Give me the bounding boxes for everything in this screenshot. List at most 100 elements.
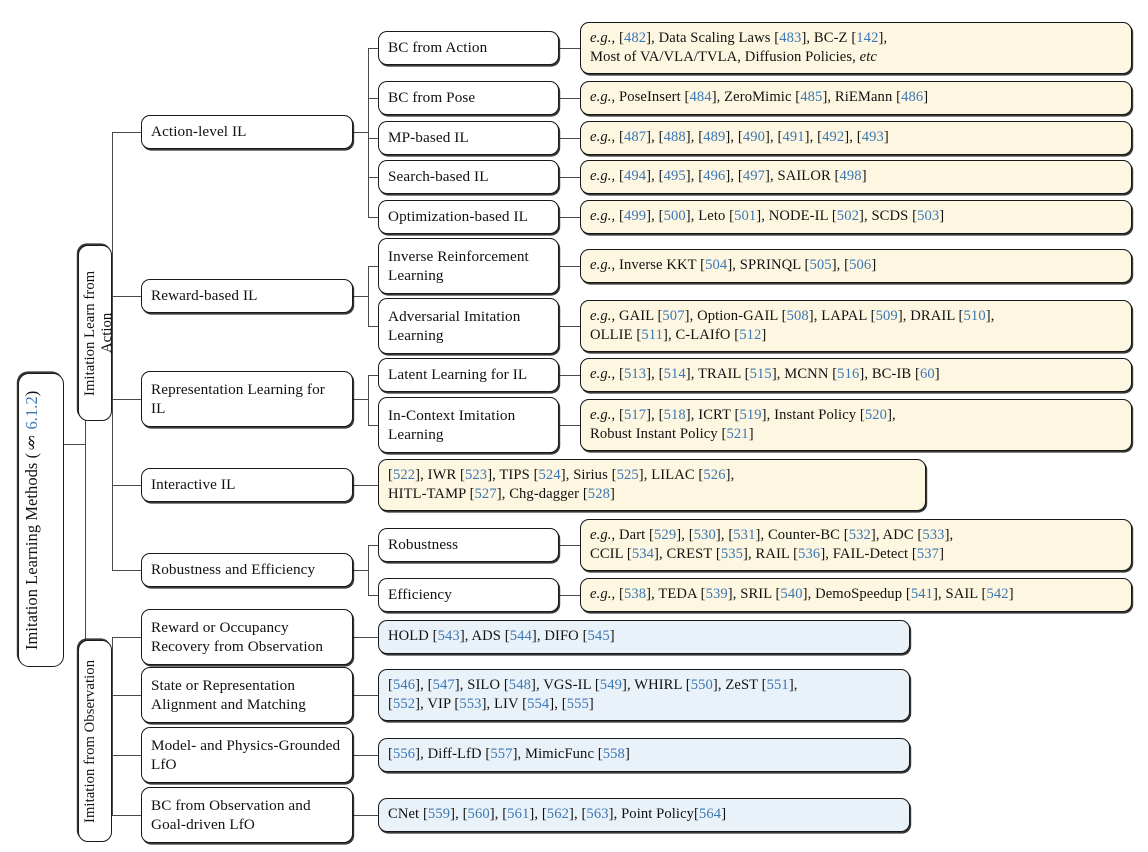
citations-latent-learning-for-il[interactable]: e.g., [513], [514], TRAIL [515], MCNN [5… bbox=[580, 358, 1132, 392]
root-node[interactable]: Imitation Learning Methods (§ 6.1.2) bbox=[18, 373, 64, 667]
category-robustness-and-efficiency[interactable]: Robustness and Efficiency bbox=[141, 553, 353, 587]
citation-ref[interactable]: 561 bbox=[507, 806, 530, 823]
citation-ref[interactable]: 534 bbox=[631, 545, 655, 562]
citations-model-and-physics-grounded-lfo[interactable]: [556], Diff-LfD [557], MimicFunc [558] bbox=[378, 738, 910, 772]
citation-ref[interactable]: 540 bbox=[780, 586, 803, 603]
subcategory-efficiency[interactable]: Efficiency bbox=[378, 578, 559, 612]
citation-ref[interactable]: 495 bbox=[663, 168, 686, 185]
citation-ref[interactable]: 546 bbox=[392, 676, 416, 693]
subcategory-mp-based-il[interactable]: MP-based IL bbox=[378, 121, 559, 155]
citation-ref[interactable]: 483 bbox=[779, 29, 802, 46]
subcategory-search-based-il[interactable]: Search-based IL bbox=[378, 160, 559, 194]
citation-ref[interactable]: 522 bbox=[392, 466, 416, 483]
citations-optimization-based-il[interactable]: e.g., [499], [500], Leto [501], NODE-IL … bbox=[580, 200, 1132, 234]
citation-ref[interactable]: 503 bbox=[917, 208, 940, 225]
citation-ref[interactable]: 556 bbox=[392, 746, 416, 763]
citation-ref[interactable]: 544 bbox=[509, 628, 532, 645]
category-interactive-il[interactable]: Interactive IL bbox=[141, 468, 353, 502]
citation-ref[interactable]: 554 bbox=[527, 695, 550, 712]
citation-ref[interactable]: 547 bbox=[432, 676, 455, 693]
category-bc-from-observation-goal-driven-lfo[interactable]: BC from Observation and Goal-driven LfO bbox=[141, 787, 353, 843]
citation-ref[interactable]: 555 bbox=[566, 695, 589, 712]
citations-search-based-il[interactable]: e.g., [494], [495], [496], [497], SAILOR… bbox=[580, 160, 1132, 194]
citation-ref[interactable]: 516 bbox=[837, 366, 860, 383]
citation-ref[interactable]: 533 bbox=[922, 526, 945, 543]
subcategory-robustness[interactable]: Robustness bbox=[378, 528, 559, 562]
branch-imitation-from-observation[interactable]: Imitation from Observation bbox=[78, 640, 112, 842]
subcategory-optimization-based-il[interactable]: Optimization-based IL bbox=[378, 200, 559, 234]
citation-ref[interactable]: 528 bbox=[587, 485, 610, 502]
citations-efficiency[interactable]: e.g., [538], TEDA [539], SRIL [540], Dem… bbox=[580, 578, 1132, 612]
citation-ref[interactable]: 506 bbox=[849, 257, 872, 274]
citation-ref[interactable]: 562 bbox=[546, 806, 569, 823]
citation-ref[interactable]: 548 bbox=[508, 676, 531, 693]
citation-ref[interactable]: 515 bbox=[749, 366, 772, 383]
citation-ref[interactable]: 513 bbox=[623, 366, 647, 383]
citations-robustness[interactable]: e.g., Dart [529], [530], [531], Counter-… bbox=[580, 519, 1132, 571]
citations-interactive-il[interactable]: [522], IWR [523], TIPS [524], Sirius [52… bbox=[378, 459, 926, 511]
citations-in-context-imitation-learning[interactable]: e.g., [517], [518], ICRT [519], Instant … bbox=[580, 399, 1132, 451]
category-state-or-representation-alignment[interactable]: State or Representation Alignment and Ma… bbox=[141, 667, 353, 723]
citation-ref[interactable]: 543 bbox=[437, 628, 460, 645]
citation-ref[interactable]: 527 bbox=[474, 485, 497, 502]
subcategory-latent-learning-for-il[interactable]: Latent Learning for IL bbox=[378, 358, 559, 392]
citation-ref[interactable]: 510 bbox=[963, 307, 986, 324]
category-model-and-physics-grounded-lfo[interactable]: Model- and Physics-Grounded LfO bbox=[141, 727, 353, 783]
subcategory-adversarial-imitation-learning[interactable]: Adversarial Imitation Learning bbox=[378, 298, 559, 354]
citations-adversarial-imitation-learning[interactable]: e.g., GAIL [507], Option-GAIL [508], LAP… bbox=[580, 300, 1132, 352]
citation-ref[interactable]: 553 bbox=[459, 695, 482, 712]
citation-ref[interactable]: 549 bbox=[599, 676, 622, 693]
citation-ref[interactable]: 487 bbox=[623, 129, 647, 146]
citation-ref[interactable]: 535 bbox=[720, 545, 744, 562]
citation-ref[interactable]: 486 bbox=[901, 89, 924, 106]
citation-ref[interactable]: 536 bbox=[798, 545, 821, 562]
citation-ref[interactable]: 526 bbox=[703, 466, 726, 483]
citation-ref[interactable]: 492 bbox=[822, 129, 845, 146]
citation-ref[interactable]: 542 bbox=[986, 586, 1009, 603]
citation-ref[interactable]: 60 bbox=[919, 366, 935, 383]
citation-ref[interactable]: 518 bbox=[663, 406, 686, 423]
citation-ref[interactable]: 538 bbox=[623, 586, 647, 603]
citations-state-or-representation-alignment[interactable]: [546], [547], SILO [548], VGS-IL [549], … bbox=[378, 669, 910, 721]
citation-ref[interactable]: 539 bbox=[705, 586, 728, 603]
category-action-level-il[interactable]: Action-level IL bbox=[141, 115, 353, 149]
citation-ref[interactable]: 491 bbox=[782, 129, 805, 146]
citation-ref[interactable]: 500 bbox=[663, 208, 686, 225]
category-reward-based-il[interactable]: Reward-based IL bbox=[141, 279, 353, 313]
citation-ref[interactable]: 564 bbox=[699, 806, 722, 823]
citations-bc-from-pose[interactable]: e.g., PoseInsert [484], ZeroMimic [485],… bbox=[580, 81, 1132, 115]
citation-ref[interactable]: 509 bbox=[875, 307, 898, 324]
citation-ref[interactable]: 537 bbox=[916, 545, 940, 562]
citation-ref[interactable]: 498 bbox=[839, 168, 862, 185]
subcategory-inverse-reinforcement-learning[interactable]: Inverse Reinforcement Learning bbox=[378, 238, 559, 294]
citation-ref[interactable]: 563 bbox=[586, 806, 609, 823]
citation-ref[interactable]: 529 bbox=[654, 526, 677, 543]
citation-ref[interactable]: 532 bbox=[848, 526, 871, 543]
citation-ref[interactable]: 525 bbox=[616, 466, 639, 483]
citation-ref[interactable]: 501 bbox=[734, 208, 757, 225]
citation-ref[interactable]: 550 bbox=[690, 676, 713, 693]
citation-ref[interactable]: 482 bbox=[623, 29, 647, 46]
citation-ref[interactable]: 494 bbox=[623, 168, 647, 185]
subcategory-in-context-imitation-learning[interactable]: In-Context Imitation Learning bbox=[378, 397, 559, 453]
citation-ref[interactable]: 541 bbox=[910, 586, 934, 603]
citation-ref[interactable]: 488 bbox=[663, 129, 686, 146]
subcategory-bc-from-action[interactable]: BC from Action bbox=[378, 31, 559, 65]
citation-ref[interactable]: 559 bbox=[427, 806, 451, 823]
citation-ref[interactable]: 514 bbox=[663, 366, 686, 383]
citation-ref[interactable]: 558 bbox=[602, 746, 625, 763]
citation-ref[interactable]: 505 bbox=[809, 257, 832, 274]
citation-ref[interactable]: 520 bbox=[864, 406, 888, 423]
citation-ref[interactable]: 489 bbox=[703, 129, 726, 146]
citation-ref[interactable]: 490 bbox=[742, 129, 766, 146]
citation-ref[interactable]: 530 bbox=[693, 526, 716, 543]
citation-ref[interactable]: 485 bbox=[800, 89, 823, 106]
citations-bc-from-observation-goal-driven-lfo[interactable]: CNet [559], [560], [561], [562], [563], … bbox=[378, 798, 910, 832]
citation-ref[interactable]: 496 bbox=[703, 168, 726, 185]
citation-ref[interactable]: 521 bbox=[726, 425, 749, 442]
citation-ref[interactable]: 519 bbox=[739, 406, 762, 423]
category-reward-or-occupancy-recovery[interactable]: Reward or Occupancy Recovery from Observ… bbox=[141, 609, 353, 665]
citation-ref[interactable]: 142 bbox=[856, 29, 879, 46]
citation-ref[interactable]: 512 bbox=[739, 326, 762, 343]
category-representation-learning-for-il[interactable]: Representation Learning for IL bbox=[141, 371, 353, 427]
